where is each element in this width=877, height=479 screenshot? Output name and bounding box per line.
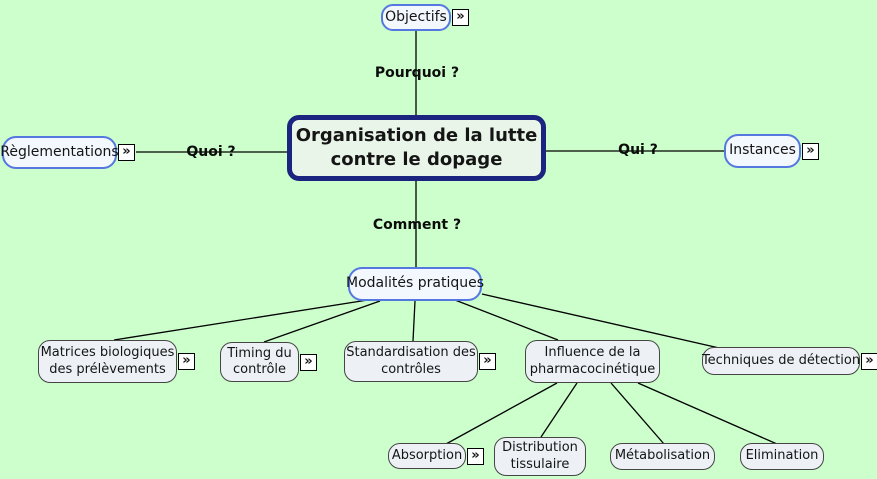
node-label: Organisation de la lutte contre le dopag…: [287, 115, 546, 181]
node-label: Instances: [724, 134, 801, 168]
node-influence-pharmacocinetique[interactable]: Influence de la pharmacocinétique: [525, 340, 660, 383]
node-label: Matrices biologiques des prélèvements: [38, 340, 177, 383]
node-modalites-pratiques[interactable]: Modalités pratiques: [346, 267, 484, 301]
node-label: Distribution tissulaire: [494, 437, 586, 476]
node-instances[interactable]: Instances »: [724, 134, 819, 168]
expand-resources-icon[interactable]: »: [178, 353, 195, 370]
node-label: Objectifs: [381, 4, 451, 31]
expand-resources-icon[interactable]: »: [467, 447, 484, 465]
node-elimination[interactable]: Elimination: [740, 443, 824, 470]
node-objectifs[interactable]: Objectifs »: [381, 4, 469, 31]
connector-line: [454, 299, 559, 341]
node-label: Modalités pratiques: [346, 267, 484, 301]
node-reglementations[interactable]: Règlementations »: [0, 136, 135, 169]
node-absorption[interactable]: Absorption »: [388, 443, 484, 469]
connector-line: [481, 293, 729, 351]
node-label: Règlementations: [0, 136, 119, 169]
connector-line: [412, 300, 416, 342]
node-standardisation-controles[interactable]: Standardisation des contrôles »: [344, 341, 496, 382]
node-label: Absorption: [388, 443, 466, 469]
node-techniques-detection[interactable]: Techniques de détection »: [702, 347, 877, 375]
expand-resources-icon[interactable]: »: [479, 353, 496, 370]
linking-phrase-qui: Qui ?: [618, 142, 658, 158]
expand-resources-icon[interactable]: »: [861, 352, 877, 370]
node-label: Techniques de détection: [702, 347, 860, 375]
expand-resources-icon[interactable]: »: [118, 144, 135, 161]
node-label: Influence de la pharmacocinétique: [525, 340, 660, 383]
connector-line: [263, 300, 381, 343]
node-central-topic[interactable]: Organisation de la lutte contre le dopag…: [287, 115, 546, 181]
linking-phrase-comment: Comment ?: [372, 217, 462, 233]
expand-resources-icon[interactable]: »: [452, 9, 469, 26]
node-label: Elimination: [740, 443, 824, 470]
linking-phrase-quoi: Quoi ?: [186, 144, 236, 160]
expand-resources-icon[interactable]: »: [300, 353, 317, 371]
node-label: Métabolisation: [610, 443, 715, 470]
node-label: Standardisation des contrôles: [344, 341, 478, 382]
node-distribution-tissulaire[interactable]: Distribution tissulaire: [494, 437, 586, 476]
connector-line: [445, 382, 558, 445]
connector-line: [540, 382, 578, 438]
connector-line: [113, 298, 375, 341]
connector-line: [637, 382, 778, 445]
node-label: Timing du contrôle: [220, 342, 299, 382]
linking-phrase-pourquoi: Pourquoi ?: [374, 65, 460, 81]
connector-line: [610, 382, 665, 445]
node-timing-du-controle[interactable]: Timing du contrôle »: [220, 342, 317, 382]
node-metabolisation[interactable]: Métabolisation: [610, 443, 715, 470]
expand-resources-icon[interactable]: »: [802, 142, 819, 160]
node-matrices-biologiques[interactable]: Matrices biologiques des prélèvements »: [38, 340, 195, 383]
